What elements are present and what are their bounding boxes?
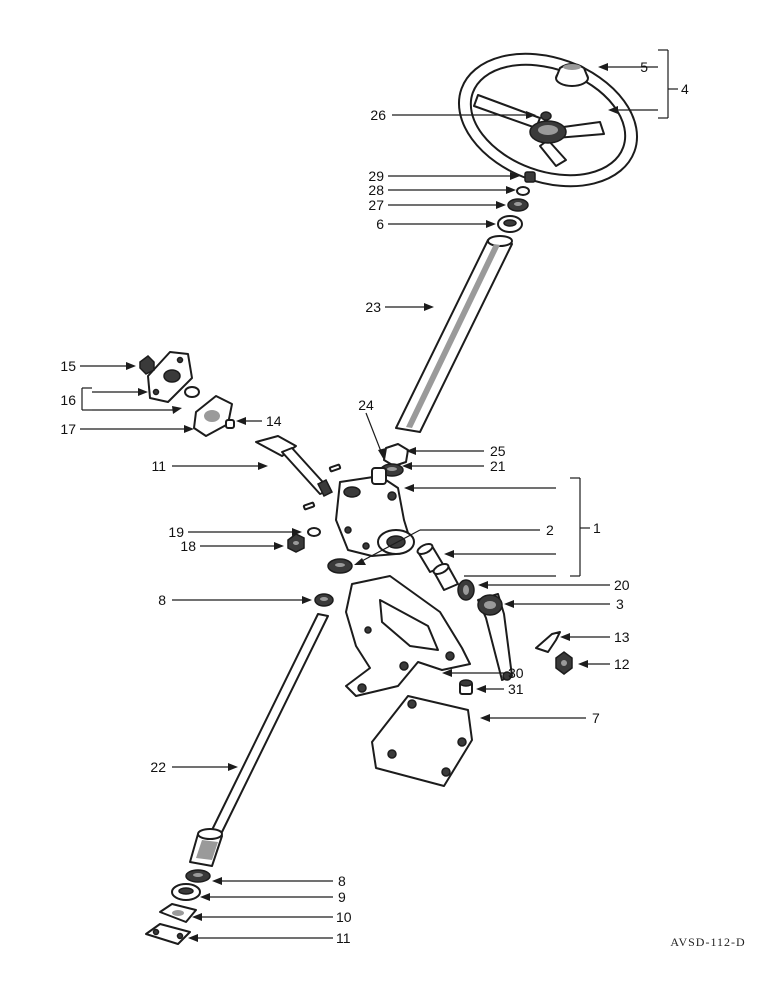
callout-2: 2 <box>546 522 554 538</box>
callout-31: 30 <box>508 665 524 681</box>
sector-shaft <box>255 435 334 498</box>
shim <box>159 903 197 923</box>
worm-bearing-lower <box>185 869 211 883</box>
callout-29: 28 <box>368 182 384 198</box>
callout-5: 5 <box>640 59 648 75</box>
bearing-cup <box>171 883 201 901</box>
shaft-pin-2 <box>302 501 316 511</box>
worm-bearing-upper <box>314 593 334 607</box>
callout-6: 6 <box>376 216 384 232</box>
callout-10: 10 <box>336 909 352 925</box>
callout-17: 16 <box>60 392 76 408</box>
callout-21: 20 <box>614 577 630 593</box>
callout-28: 27 <box>368 197 384 213</box>
leader-lines <box>80 49 678 942</box>
adjuster-nut <box>287 533 305 553</box>
callout-27: 26 <box>370 107 386 123</box>
steering-column-tube <box>395 235 513 433</box>
upper-bearing <box>507 198 529 212</box>
callout-20: 19 <box>168 524 184 540</box>
horn-cap <box>555 63 589 87</box>
support-bracket <box>345 575 471 697</box>
callout-19: 18 <box>180 538 196 554</box>
callout-24: 23 <box>365 299 381 315</box>
cover-nut <box>139 355 155 375</box>
callout-7: 7 <box>592 710 600 726</box>
callout-16: 15 <box>60 358 76 374</box>
callout-30: 29 <box>368 168 384 184</box>
worm-shaft <box>189 613 329 867</box>
callout-25: 24 <box>358 397 374 413</box>
pitman-nut <box>555 651 573 675</box>
callout-1: 1 <box>593 520 601 536</box>
callout-13: 12 <box>614 656 630 672</box>
bearing-seal <box>497 215 523 233</box>
lock-washer <box>516 186 530 196</box>
callout-9: 9 <box>338 889 346 905</box>
bracket-bushing <box>459 679 473 695</box>
callout-12: 11 <box>151 458 166 474</box>
callout-8-lower: 8 <box>338 873 346 889</box>
cover-seal <box>184 386 200 398</box>
column-nut <box>383 443 409 467</box>
side-cover <box>147 351 193 403</box>
callout-23: 22 <box>150 759 166 775</box>
reference-code: AVSD-112-D <box>670 935 745 949</box>
callout-32: 31 <box>508 681 524 697</box>
end-cover <box>145 923 191 945</box>
callout-22: 21 <box>490 458 506 474</box>
callout-15: 14 <box>266 413 282 429</box>
shaft-pin <box>328 463 342 473</box>
steering-gear-housing <box>335 467 415 557</box>
sector-shaft-bushing-lower <box>432 563 459 591</box>
cover-gasket <box>193 395 233 437</box>
callout-labels: 5 4 26 29 28 27 6 23 15 16 24 14 17 25 1… <box>60 59 689 925</box>
callout-8-upper: 8 <box>158 592 166 608</box>
callout-11: 11 <box>336 930 351 946</box>
callout-26: 25 <box>490 443 506 459</box>
mounting-gasket <box>371 695 473 787</box>
callout-4: 4 <box>681 81 689 97</box>
adjusting-screw <box>225 419 235 429</box>
lock-plate <box>535 631 561 653</box>
adjuster-washer <box>307 527 321 537</box>
lower-bearing <box>327 558 353 574</box>
callout-3: 3 <box>616 596 624 612</box>
steering-wheel <box>457 52 639 188</box>
pitman-arm <box>477 593 513 681</box>
callout-18: 17 <box>60 421 76 437</box>
callout-14: 13 <box>614 629 630 645</box>
sector-shaft-seal <box>457 579 475 601</box>
steering-nut <box>524 171 536 183</box>
